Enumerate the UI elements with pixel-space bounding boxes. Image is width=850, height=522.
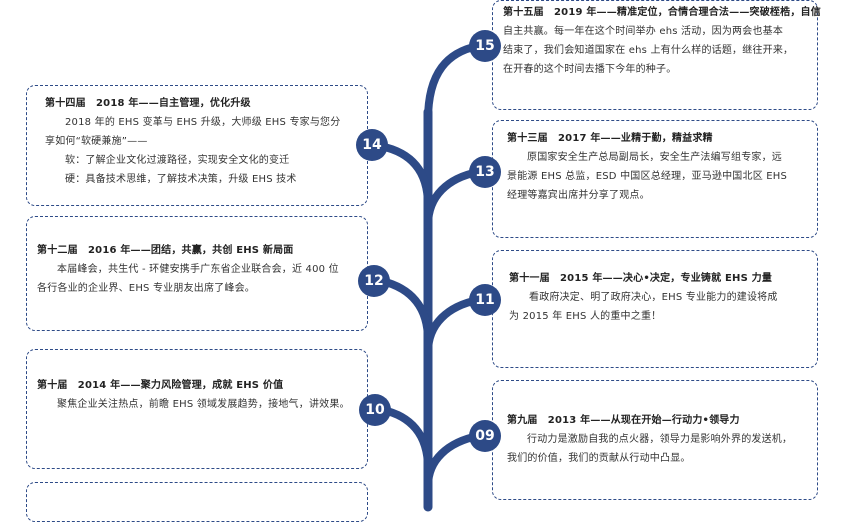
year-node-13: 13 xyxy=(469,156,501,188)
event-card-11: 第十一届 2015 年——决心•决定，专业铸就 EHS 力量 看政府决定、明了政… xyxy=(492,250,818,368)
event-line: 软：了解企业文化过渡路径，实现安全文化的变迁 xyxy=(65,155,290,166)
tree-branch-10 xyxy=(379,406,432,472)
event-title: 第十五届 2019 年——精准定位，合情合理合法——突破桎梏，自信 xyxy=(503,7,821,18)
event-title: 第十二届 2016 年——团结，共赢，共创 EHS 新局面 xyxy=(37,245,294,256)
year-node-10: 10 xyxy=(359,394,391,426)
event-line: 原国家安全生产总局副局长，安全生产法编写组专家，远 xyxy=(527,152,782,163)
event-line: 我们的价值，我们的贡献从行动中凸显。 xyxy=(507,453,691,464)
event-line: 在开春的这个时间去播下今年的种子。 xyxy=(503,64,677,75)
event-line: 享如何“软硬兼施”—— xyxy=(45,136,148,147)
year-node-12: 12 xyxy=(358,265,390,297)
timeline-stage: 第十五届 2019 年——精准定位，合情合理合法——突破桎梏，自信 自主共赢。每… xyxy=(26,0,821,522)
year-node-09: 09 xyxy=(469,420,501,452)
event-line: 2018 年的 EHS 变革与 EHS 升级，大师级 EHS 专家与您分 xyxy=(65,117,341,128)
tree-branch-14 xyxy=(376,142,432,209)
event-line: 聚焦企业关注热点，前瞻 EHS 领域发展趋势，接地气，讲效果。 xyxy=(57,399,350,410)
timeline-tree xyxy=(376,42,482,512)
event-card-12: 第十二届 2016 年——团结，共赢，共创 EHS 新局面 本届峰会，共生代 -… xyxy=(26,216,368,331)
event-title: 第十一届 2015 年——决心•决定，专业铸就 EHS 力量 xyxy=(509,273,773,284)
event-card-09: 第九届 2013 年——从现在开始—行动力•领导力 行动力是激励自我的点火器，领… xyxy=(492,380,818,500)
event-title: 第九届 2013 年——从现在开始—行动力•领导力 xyxy=(507,415,740,426)
event-line: 看政府决定、明了政府决心，EHS 专业能力的建设将成 xyxy=(529,292,778,303)
event-title: 第十四届 2018 年——自主管理，优化升级 xyxy=(45,98,251,109)
event-title: 第十届 2014 年——聚力风险管理，成就 EHS 价值 xyxy=(37,380,284,391)
event-title: 第十三届 2017 年——业精于勤，精益求精 xyxy=(507,133,713,144)
year-node-11: 11 xyxy=(469,284,501,316)
event-line: 景能源 EHS 总监，ESD 中国区总经理，亚马逊中国北区 EHS xyxy=(507,171,788,182)
event-line: 硬：具备技术思维，了解技术决策，升级 EHS 技术 xyxy=(65,174,297,185)
event-line: 结束了，我们会知道国家在 ehs 上有什么样的话题，继往开来， xyxy=(503,45,794,56)
event-line: 为 2015 年 EHS 人的重中之重！ xyxy=(509,311,662,322)
event-line: 本届峰会，共生代 - 环健安携手广东省企业联合会，近 400 位 xyxy=(57,264,339,275)
event-card-10: 第十届 2014 年——聚力风险管理，成就 EHS 价值 聚焦企业关注热点，前瞻… xyxy=(26,349,368,469)
event-card-14: 第十四届 2018 年——自主管理，优化升级 2018 年的 EHS 变革与 E… xyxy=(26,85,368,206)
event-card-partial xyxy=(26,482,368,522)
event-line: 经理等嘉宾出席并分享了观点。 xyxy=(507,190,650,201)
tree-branch-15 xyxy=(424,42,482,124)
event-line: 自主共赢。每一年在这个时间举办 ehs 活动，因为两会也基本 xyxy=(503,26,784,37)
event-card-15: 第十五届 2019 年——精准定位，合情合理合法——突破桎梏，自信 自主共赢。每… xyxy=(492,0,821,110)
event-line: 各行各业的企业界、EHS 专业朋友出席了峰会。 xyxy=(37,283,255,294)
year-node-15: 15 xyxy=(469,30,501,62)
event-line: 行动力是激励自我的点火器，领导力是影响外界的发送机， xyxy=(527,434,793,445)
event-card-13: 第十三届 2017 年——业精于勤，精益求精 原国家安全生产总局副局长，安全生产… xyxy=(492,120,818,238)
tree-branch-12 xyxy=(378,277,432,344)
year-node-14: 14 xyxy=(356,129,388,161)
